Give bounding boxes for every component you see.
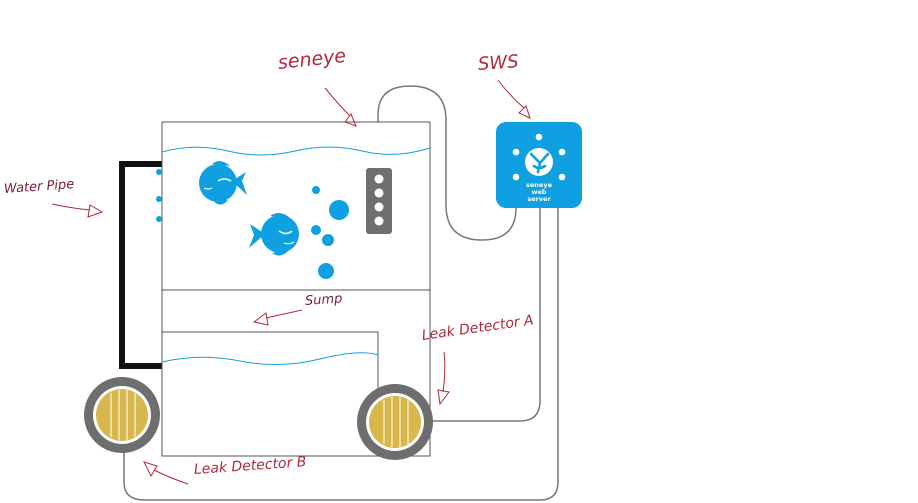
sws-text-line3: server xyxy=(527,195,551,203)
tank-water-line xyxy=(161,146,431,156)
pipe-outlet-dot xyxy=(156,169,162,175)
water-pipe xyxy=(119,161,162,369)
fish-icon xyxy=(199,160,247,205)
sump-arrow xyxy=(252,309,303,326)
label-sump: Sump xyxy=(304,291,343,309)
seneye-to-sws-cable xyxy=(377,85,517,241)
bubbles xyxy=(311,186,349,279)
sump-water-line xyxy=(161,352,379,366)
sws-arrow xyxy=(497,79,531,119)
seneye-arrow xyxy=(324,87,357,127)
leak-detector-a-arrow xyxy=(437,351,450,406)
leak-detector-b xyxy=(84,377,160,453)
sump-tank xyxy=(161,331,379,457)
pipe-outlet-dot xyxy=(156,216,162,222)
seneye-device xyxy=(366,168,392,234)
pipe-outlet-dot xyxy=(156,196,162,202)
sws-text-line1: seneye xyxy=(526,181,553,189)
leak-detector-a xyxy=(357,384,433,460)
leak-detector-a-cable xyxy=(432,208,541,422)
sws-logo-icon xyxy=(529,152,550,174)
leak-detector-b-arrow xyxy=(143,461,189,485)
water-pipe-arrow xyxy=(51,203,104,218)
fish-icon xyxy=(249,212,299,256)
leak-detector-b-cable xyxy=(123,208,559,501)
label-sws: SWS xyxy=(477,51,520,75)
sws-text-line2: web xyxy=(531,188,546,196)
annotation-arrows xyxy=(51,79,531,485)
sws-device: seneye web server xyxy=(496,122,582,208)
